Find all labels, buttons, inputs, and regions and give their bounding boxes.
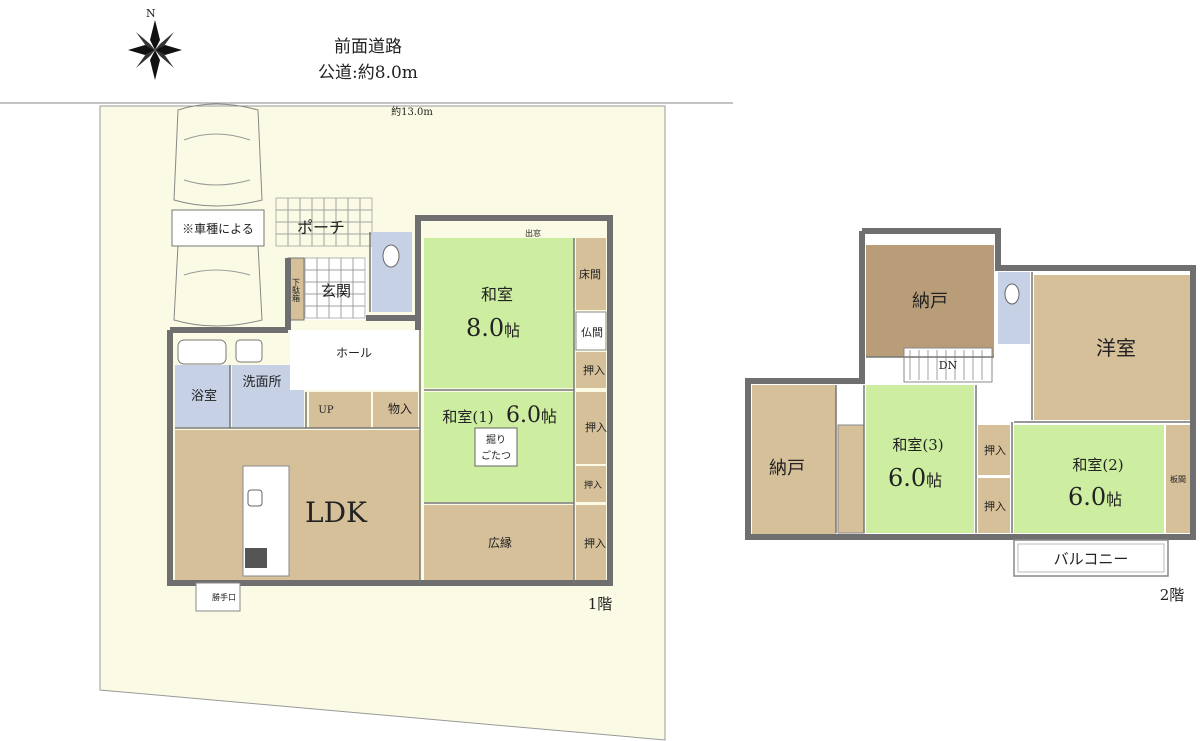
back-door-label: 勝手口 (212, 592, 236, 602)
stairs-dn-label: DN (939, 359, 958, 372)
room-toilet-1f (372, 232, 412, 312)
oshiire-2f-b-label: 押入 (984, 499, 1006, 513)
oshiire-1f-b-label: 押入 (585, 420, 607, 434)
kotatsu (474, 427, 518, 467)
room-yoshitsu (1034, 275, 1190, 420)
room-washitsu-2-name: 和室(2) (1072, 456, 1123, 474)
tokonoma (576, 238, 606, 310)
oshiire-1f-d-label: 押入 (584, 536, 606, 550)
car-note-box (171, 209, 265, 247)
room-washitsu-2-size: 6.0帖 (1068, 483, 1122, 511)
room-yoshitsu-label: 洋室 (1096, 336, 1136, 360)
compass: N (128, 7, 182, 80)
oshiire-2f-a (978, 425, 1010, 475)
kotatsu-label-2: ごたつ (481, 449, 511, 462)
balcony (1013, 539, 1169, 577)
porch-tiles (275, 197, 373, 247)
floor1-inner-walls (175, 232, 575, 583)
oshiire-1f-c-label: 押入 (584, 479, 602, 491)
shoe-cabinet-label: 下駄箱 (292, 278, 301, 303)
kitchen-sink-icon (247, 489, 263, 507)
floor2-label: 2階 (1160, 586, 1185, 604)
room-bath-label: 浴室 (191, 388, 217, 404)
floor1-walls (167, 215, 613, 586)
oshiire-1f-a-label: 押入 (583, 363, 605, 377)
tokonoma-label: 床間 (579, 267, 601, 281)
floor2-walls (745, 228, 1196, 540)
washbasin-icon (235, 339, 263, 363)
kotatsu-label-1: 掘り (486, 433, 506, 446)
stove-icon (245, 548, 267, 568)
floor1-label: 1階 (588, 595, 613, 613)
butsuma-label: 仏間 (581, 326, 603, 339)
room-nando-2f-a (866, 245, 994, 357)
room-washitsu-1-size: 6.0帖 (506, 403, 557, 428)
oshiire-1f-a (576, 352, 606, 388)
room-washitsu-3-name: 和室(3) (892, 436, 943, 454)
room-washitsu-8-name: 和室 (481, 285, 513, 304)
room-washitsu-3 (866, 385, 974, 533)
oshiire-2f-b (978, 478, 1010, 533)
room-ldk (175, 430, 420, 580)
room-washitsu-1-name: 和室(1) (442, 408, 493, 426)
room-washitsu-3-size: 6.0帖 (888, 464, 942, 492)
room-washitsu-8 (424, 238, 574, 388)
room-washitsu-2 (1014, 425, 1164, 533)
room-storage-1f (373, 392, 418, 428)
room-ldk-label: LDK (305, 496, 368, 529)
porch-label: ポーチ (297, 218, 345, 237)
room-bath (175, 365, 230, 427)
room-entrance-label: 玄関 (321, 282, 351, 300)
toilet-icon (382, 244, 400, 268)
road-detail: 公道:約8.0m (318, 63, 418, 83)
room-hall (290, 330, 418, 390)
bathtub-icon (177, 339, 227, 365)
room-washitsu-8-size: 8.0帖 (466, 314, 520, 342)
stairs-up-label: UP (318, 405, 333, 416)
room-engawa-label: 広縁 (488, 535, 512, 550)
oshiire-1f-c (576, 466, 606, 502)
room-nando-2f-a-label: 納戸 (912, 291, 948, 312)
demado-label: 出窓 (525, 228, 541, 238)
entrance-tiles (304, 257, 366, 319)
floor2-inner-walls (835, 272, 1190, 533)
butsuma (575, 311, 607, 351)
toilet-2f-icon (1004, 283, 1020, 305)
room-nando-2f-b-label: 納戸 (769, 458, 805, 479)
balcony-label: バルコニー (1054, 550, 1129, 568)
room-toilet-2f (998, 272, 1030, 344)
tile (352, 305, 366, 319)
back-door-step (195, 582, 241, 612)
oshiire-2f-a-label: 押入 (984, 443, 1006, 457)
room-hall-label: ホール (336, 346, 372, 360)
car-outline-top (173, 103, 263, 207)
room-washroom-label: 洗面所 (242, 375, 281, 390)
stairs-2f-treads (909, 350, 983, 380)
room-entrance (305, 258, 367, 320)
car-note: ※車種による (182, 222, 254, 236)
site-width-label: 約13.0m (391, 105, 433, 118)
road-title: 前面道路 (334, 37, 402, 57)
oshiire-1f-b (576, 392, 606, 464)
room-nando-2f-b (752, 385, 836, 535)
room-storage-label: 物入 (388, 402, 412, 416)
stairs-1f (309, 392, 371, 428)
itama (1166, 425, 1190, 533)
room-engawa (424, 505, 574, 580)
oshiire-1f-d (576, 505, 606, 580)
oshiire-2f-left (837, 424, 865, 534)
itama-label: 板間 (1170, 474, 1186, 484)
compass-n-label: N (146, 7, 156, 20)
